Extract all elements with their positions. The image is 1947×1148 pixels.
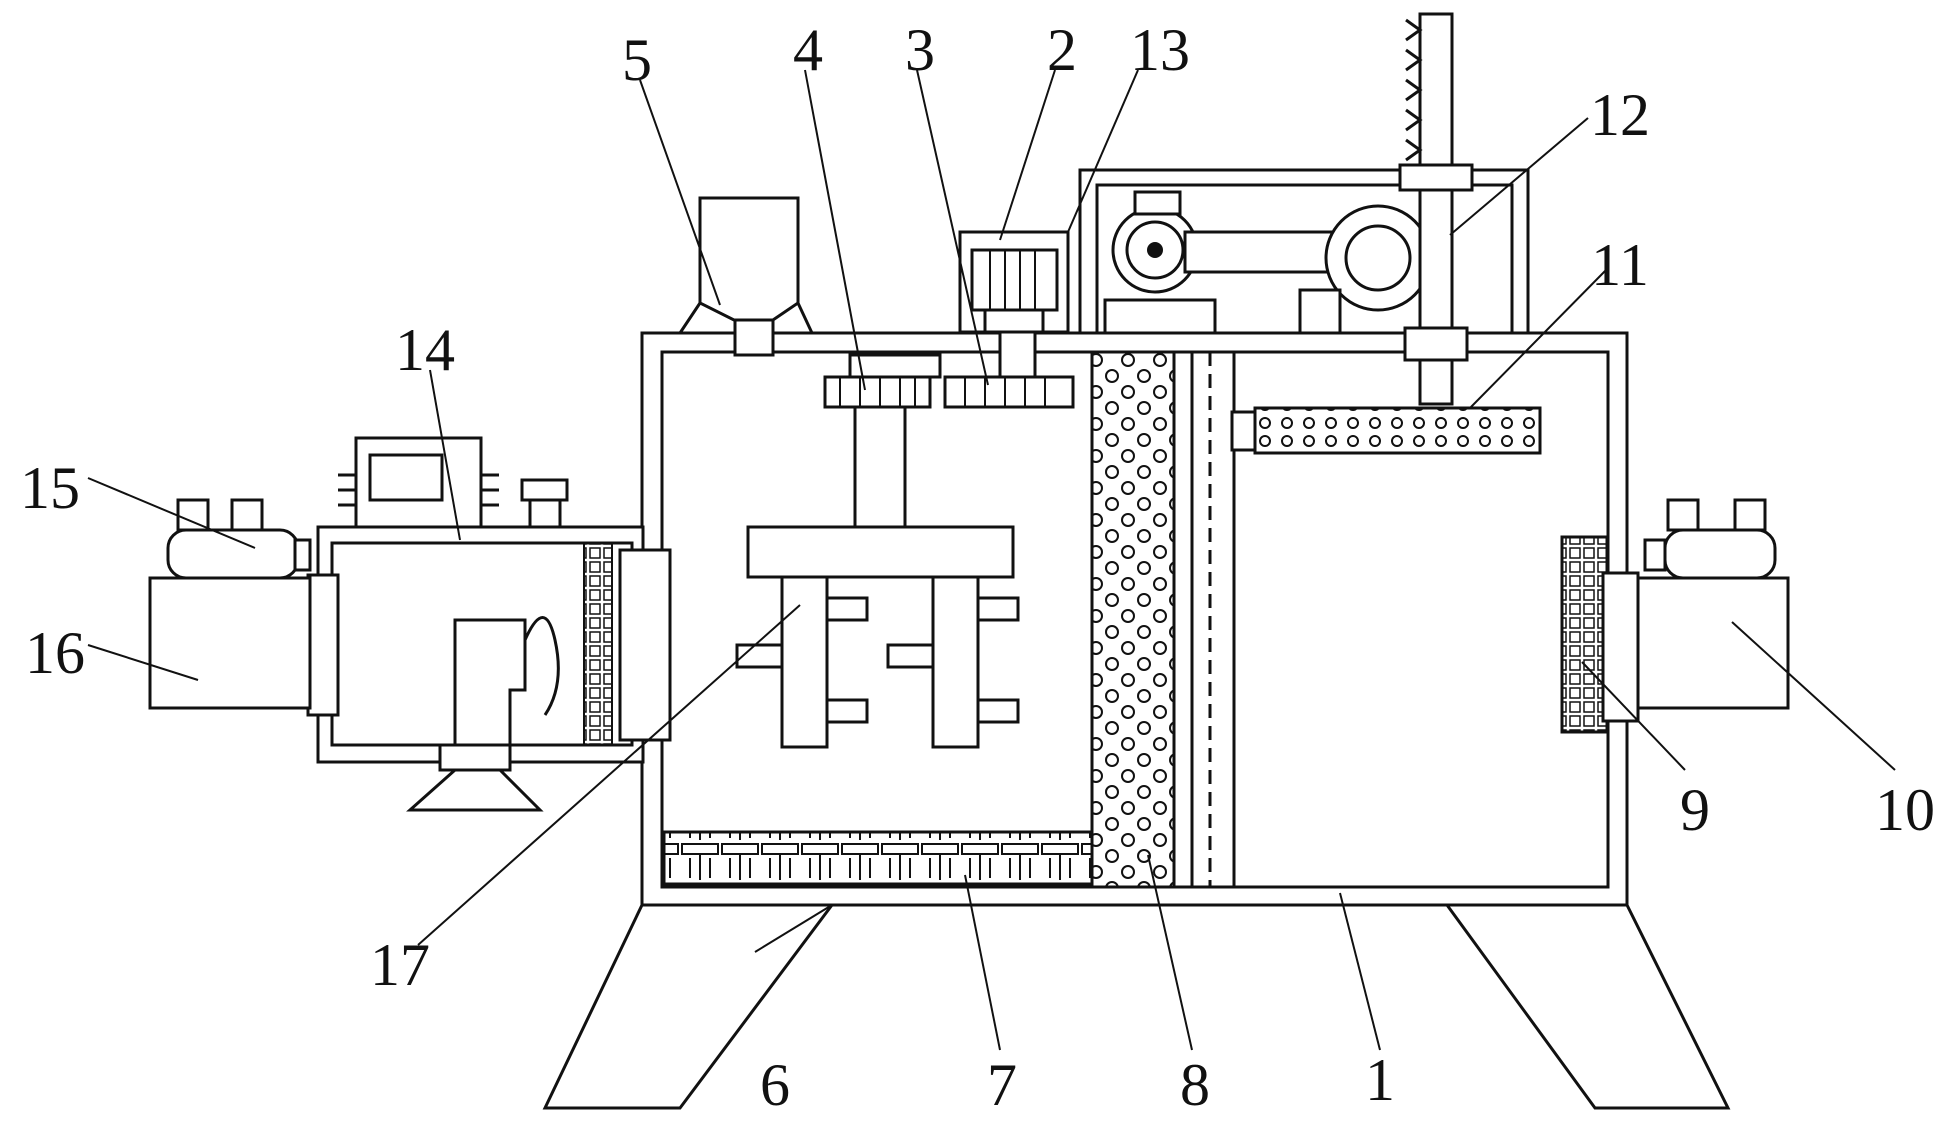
- label-13: 13: [1130, 17, 1190, 83]
- label-16: 16: [25, 620, 85, 686]
- motor: [958, 230, 1070, 334]
- leader-lines: [87, 69, 1896, 1051]
- label-5: 5: [622, 27, 652, 93]
- drive-gears: [823, 328, 1075, 409]
- label-1: 1: [1365, 1047, 1395, 1113]
- label-15: 15: [20, 455, 80, 521]
- label-9: 9: [1680, 777, 1710, 843]
- label-14: 14: [395, 317, 455, 383]
- support-legs: [542, 904, 1731, 1110]
- lifting-frame: [1078, 12, 1530, 406]
- label-12: 12: [1590, 82, 1650, 148]
- part-labels: 1 2 3 4 5 6 7 8 9 10 11 12 13 14 15 16 1…: [20, 17, 1935, 1118]
- label-11: 11: [1591, 232, 1649, 298]
- feed-hopper: [678, 196, 814, 357]
- label-10: 10: [1875, 777, 1935, 843]
- label-6: 6: [760, 1052, 790, 1118]
- label-17: 17: [370, 932, 430, 998]
- label-7: 7: [987, 1052, 1017, 1118]
- label-3: 3: [905, 17, 935, 83]
- label-8: 8: [1180, 1052, 1210, 1118]
- filter-screen: [1090, 350, 1236, 889]
- stirring-assembly: [735, 405, 1020, 749]
- bottom-mesh-plate: [662, 830, 1094, 886]
- right-outlet-assembly: [1560, 498, 1790, 734]
- label-2: 2: [1047, 17, 1077, 83]
- scraper-bar: [1230, 406, 1542, 455]
- label-4: 4: [793, 17, 823, 83]
- left-blower-assembly: [148, 436, 672, 812]
